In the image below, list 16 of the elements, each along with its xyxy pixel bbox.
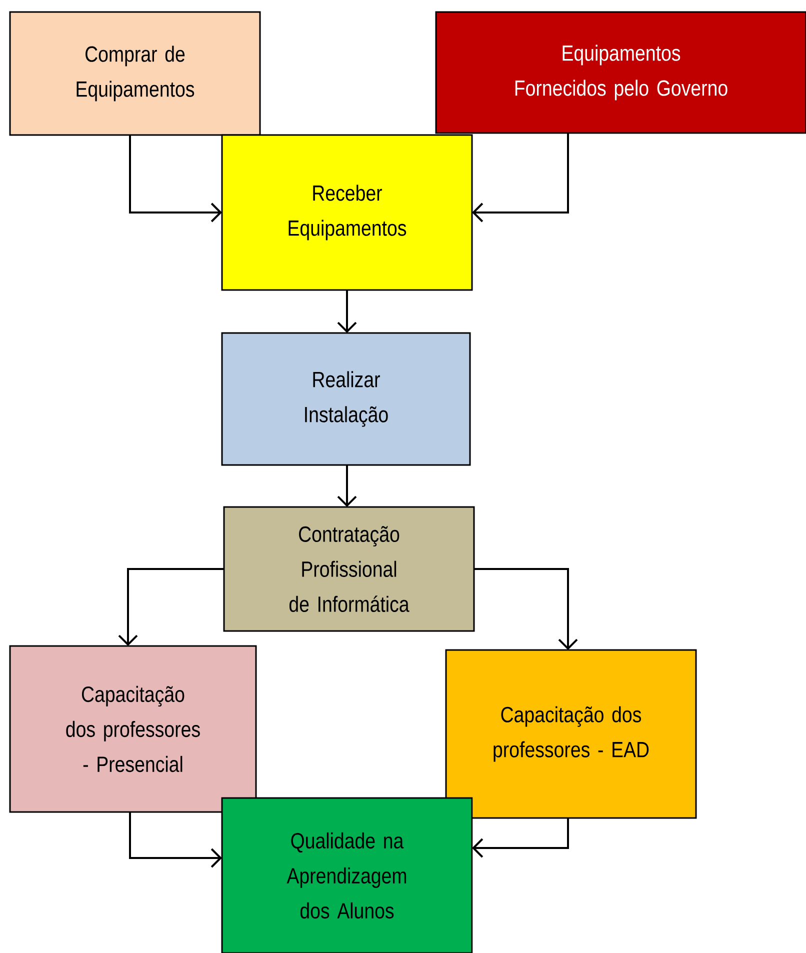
process-box: Contratação Profissional de Informática bbox=[223, 506, 475, 632]
arrow bbox=[129, 812, 222, 868]
process-box: Capacitação dos professores - Presencial bbox=[9, 645, 257, 813]
process-box: Receber Equipamentos bbox=[221, 134, 473, 291]
process-box: Equipamentos Fornecidos pelo Governo bbox=[435, 11, 806, 134]
arrow bbox=[337, 465, 357, 507]
arrow bbox=[474, 568, 578, 650]
process-box: Qualidade na Aprendizagem dos Alunos bbox=[221, 797, 473, 953]
arrow bbox=[472, 133, 569, 222]
process-box: Realizar Instalação bbox=[221, 332, 471, 466]
process-box: Comprar de Equipamentos bbox=[9, 11, 261, 136]
process-box: Capacitação dos professores - EAD bbox=[445, 649, 697, 819]
arrow bbox=[129, 135, 222, 222]
arrow bbox=[337, 290, 357, 333]
arrow bbox=[472, 818, 569, 858]
arrow bbox=[118, 568, 224, 646]
